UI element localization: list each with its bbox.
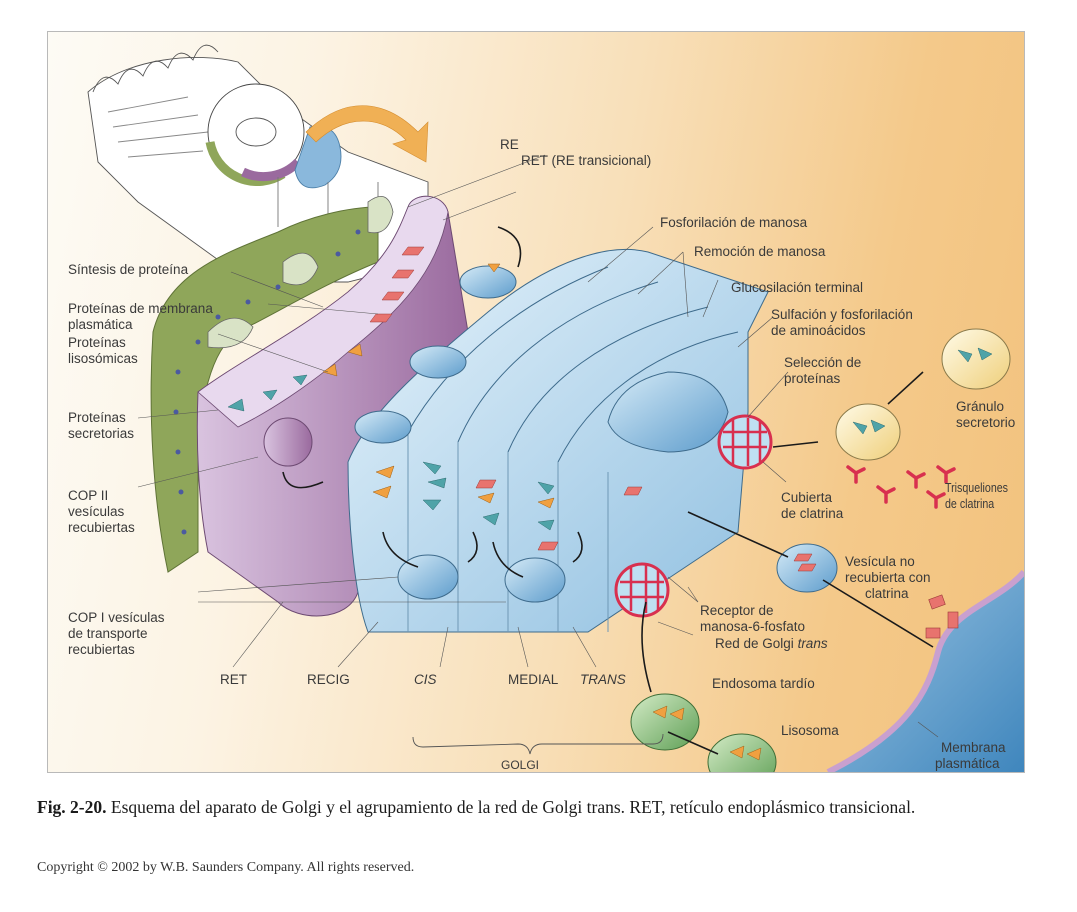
golgi-stack [347, 249, 769, 633]
label-lysosomal-proteins-1: Proteínas [68, 335, 126, 350]
label-ret: RET [220, 672, 247, 687]
caption-text: Esquema del aparato de Golgi y el agrupa… [106, 797, 916, 817]
membrane-cargo [369, 246, 425, 323]
clathrin-coated-vesicle [614, 414, 773, 618]
clathrin-triskelions [846, 465, 956, 509]
label-cop2-3: recubiertas [68, 520, 135, 535]
label-secretory-proteins-1: Proteínas [68, 410, 126, 425]
label-triskelions-1: Trisqueliones [945, 480, 1009, 495]
label-re: RE [500, 137, 519, 152]
label-tgn-prefix: Red de Golgi [715, 636, 798, 651]
label-trans: TRANS [580, 672, 626, 687]
label-lysosomal-proteins-2: lisosómicas [68, 351, 138, 366]
rough-er [150, 206, 379, 573]
leader-lines [137, 154, 939, 738]
label-secretory-granule-1: Gránulo [956, 399, 1005, 414]
figure-number: Fig. 2-20. [37, 797, 107, 817]
label-protein-selection-2: proteínas [784, 371, 841, 386]
label-uncoated-vesicle-1: Vesícula no [845, 554, 915, 569]
label-plasma-membrane-1: Membrana [941, 740, 1006, 755]
label-lysosome: Lisosoma [781, 723, 839, 738]
label-sulfation-2: de aminoácidos [771, 323, 866, 338]
diagram-artwork [87, 44, 1024, 772]
label-mannose-phosphorylation: Fosforilación de manosa [660, 215, 808, 230]
label-uncoated-vesicle-3: clatrina [865, 586, 909, 601]
transport-arrows [282, 226, 934, 755]
label-cop1-3: recubiertas [68, 642, 135, 657]
label-golgi: GOLGI [501, 758, 540, 772]
label-triskelions-2: de clatrina [945, 496, 995, 511]
label-cop2-1: COP II [68, 488, 109, 503]
label-cop1-1: COP I vesículas [68, 610, 165, 625]
label-recig: RECIG [307, 672, 350, 687]
label-secretory-proteins-2: secretorias [68, 426, 135, 441]
label-plasma-membrane-proteins-1: Proteínas de membrana [68, 301, 213, 316]
label-cop1-2: de transporte [68, 626, 148, 641]
ribosomes [173, 229, 361, 535]
label-medial: MEDIAL [508, 672, 559, 687]
label-secretory-granule-2: secretorio [956, 415, 1016, 430]
plasma-membrane [826, 569, 1024, 772]
figure-caption: Fig. 2-20. Esquema del aparato de Golgi … [37, 797, 1047, 818]
label-terminal-glycosylation: Glucosilación terminal [731, 280, 864, 295]
cop2-vesicle [263, 417, 313, 467]
immature-granule [835, 403, 901, 461]
label-trans-golgi-network: Red de Golgi trans [715, 636, 828, 652]
label-late-endosome: Endosoma tardío [712, 676, 815, 691]
secretory-granule [941, 328, 1011, 390]
label-cis: CIS [414, 672, 437, 687]
copyright-notice: Copyright © 2002 by W.B. Saunders Compan… [37, 860, 415, 875]
label-m6p-receptor-1: Receptor de [700, 603, 774, 618]
label-sulfation-1: Sulfación y fosforilación [771, 307, 913, 322]
label-uncoated-vesicle-2: recubierta con [845, 570, 931, 585]
label-m6p-receptor-2: manosa-6-fosfato [700, 619, 806, 634]
cop1-vesicle [504, 557, 566, 603]
golgi-brace [412, 733, 664, 755]
label-mannose-removal: Remoción de manosa [694, 244, 826, 259]
label-tgn-italic: trans [797, 636, 828, 651]
label-plasma-membrane-2: plasmática [935, 756, 1000, 771]
label-clathrin-coat-1: Cubierta [781, 490, 833, 505]
zoom-arrow [305, 105, 429, 163]
label-plasma-membrane-proteins-2: plasmática [68, 317, 133, 332]
extracellular-space [828, 572, 1024, 772]
label-cop2-2: vesículas [68, 504, 125, 519]
label-ret-transitional: RET (RE transicional) [521, 153, 652, 168]
label-protein-selection-1: Selección de [784, 355, 862, 370]
label-clathrin-coat-2: de clatrina [781, 506, 844, 521]
golgi-diagram: RE RET (RE transicional) Síntesis de pro… [47, 31, 1025, 773]
late-endosome [630, 693, 700, 751]
label-protein-synthesis: Síntesis de proteína [68, 262, 189, 277]
